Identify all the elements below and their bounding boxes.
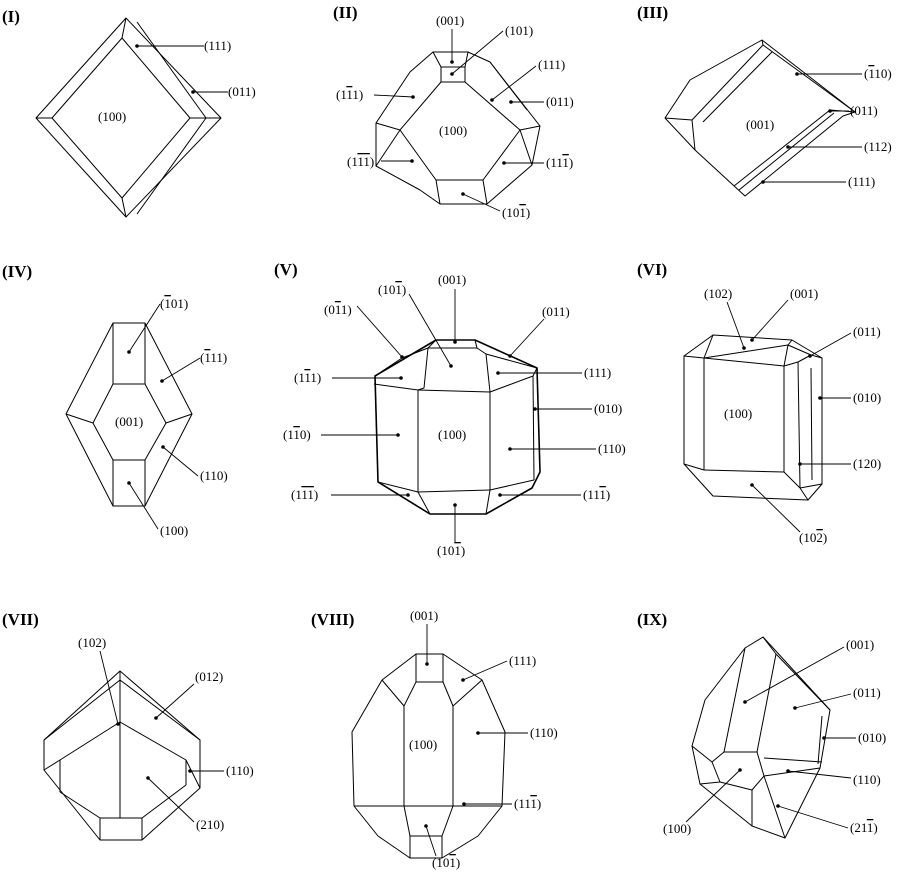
face-label-VI-10b2: (102) <box>799 530 827 545</box>
face-label-I-111: (111) <box>204 38 231 53</box>
face-label-VIII-11b: (111) <box>514 796 541 811</box>
panel-IX: (IX) (001) (011) (010) <box>637 610 886 839</box>
panel-label-VI: (VI) <box>637 260 667 279</box>
crystal-V <box>373 339 541 515</box>
face-label-VI-120: (120) <box>853 456 881 471</box>
face-label-IX-001: (001) <box>846 637 874 652</box>
face-label-IX-110: (110) <box>853 772 881 787</box>
face-label-V-100: (100) <box>438 427 466 442</box>
panel-VIII: (VIII) (001) (111) (100) (110) <box>311 608 558 870</box>
face-label-VI-010: (010) <box>853 390 881 405</box>
face-label-VIII-001: (001) <box>410 608 438 623</box>
face-label-VII-102: (102) <box>78 635 106 650</box>
panel-label-IX: (IX) <box>637 610 667 629</box>
face-label-II-1bb: (111) <box>347 154 374 169</box>
panel-V: (V) (001) (101) (011) <box>274 260 626 558</box>
panel-II: (II) (001) (101) (111) (011) (111) <box>333 3 574 220</box>
panel-IV: (IV) (101) (111) (001) (110) (100) <box>2 262 228 538</box>
face-label-VI-011: (011) <box>853 324 881 339</box>
face-label-II-1b1: (111) <box>336 87 363 102</box>
face-label-VI-102: (102) <box>704 286 732 301</box>
face-label-VI-001: (001) <box>790 286 818 301</box>
face-label-V-111: (111) <box>584 365 611 380</box>
face-label-V-11b: (111) <box>583 487 610 502</box>
face-label-I-011: (011) <box>228 84 256 99</box>
panel-label-VIII: (VIII) <box>311 610 354 629</box>
face-label-IV-001: (001) <box>115 414 143 429</box>
face-label-II-101: (101) <box>505 23 533 38</box>
face-label-V-010: (010) <box>594 401 622 416</box>
face-label-V-1bb: (111) <box>291 487 318 502</box>
face-label-V-001: (001) <box>438 272 466 287</box>
face-label-V-110: (110) <box>598 441 626 456</box>
face-label-III-112: (112) <box>864 139 892 154</box>
face-label-II-001: (001) <box>436 13 464 28</box>
face-label-V-0b1: (011) <box>324 302 352 317</box>
crystal-VIII <box>351 653 506 859</box>
face-label-III-111: (111) <box>848 174 875 189</box>
crystal-II <box>375 51 541 205</box>
face-label-VIII-110: (110) <box>530 725 558 740</box>
face-label-II-011: (011) <box>546 94 574 109</box>
panel-label-III: (III) <box>637 3 668 22</box>
face-label-IX-010: (010) <box>858 730 886 745</box>
face-label-IV-b01: (101) <box>160 296 188 311</box>
face-label-I-100: (100) <box>98 109 126 124</box>
panel-label-I: (I) <box>2 7 20 26</box>
face-label-II-111: (111) <box>538 57 565 72</box>
face-label-VIII-100: (100) <box>409 737 437 752</box>
crystal-IV <box>65 322 193 507</box>
face-label-V-011: (011) <box>542 304 570 319</box>
face-label-V-1b0: (110) <box>283 427 311 442</box>
face-label-II-10b: (101) <box>502 205 530 220</box>
panel-label-V: (V) <box>274 260 298 279</box>
crystal-I <box>35 17 222 218</box>
crystal-IX <box>691 636 831 839</box>
face-label-III-001: (001) <box>746 117 774 132</box>
face-label-V-1b1: (111) <box>294 370 321 385</box>
face-label-III-b10: (110) <box>864 66 892 81</box>
panel-label-IV: (IV) <box>2 262 32 281</box>
face-label-V-10b-top: (101) <box>378 282 406 297</box>
face-label-IX-011: (011) <box>853 685 881 700</box>
face-label-VIII-10b: (101) <box>432 855 460 870</box>
face-label-VIII-111: (111) <box>509 653 536 668</box>
face-label-V-10b-bot: (101) <box>437 543 465 558</box>
face-label-VII-210: (210) <box>196 817 224 832</box>
face-label-VI-100: (100) <box>724 406 752 421</box>
panel-label-II: (II) <box>333 3 358 22</box>
face-label-VII-012: (012) <box>195 669 223 684</box>
face-label-III-011: (011) <box>850 103 878 118</box>
crystal-VI <box>683 334 823 501</box>
face-label-VII-110: (110) <box>226 763 254 778</box>
face-label-II-100: (100) <box>439 123 467 138</box>
crystal-VII <box>43 670 201 841</box>
panel-VII: (VII) (102) (012) (110) (210) <box>2 610 254 841</box>
face-label-IV-b11: (111) <box>200 350 227 365</box>
face-label-IV-110: (110) <box>200 468 228 483</box>
face-label-IV-100: (100) <box>160 523 188 538</box>
panel-VI: (VI) (102) (001) (011) (0 <box>637 260 881 545</box>
panel-label-VII: (VII) <box>2 610 39 629</box>
crystal-III <box>664 39 856 197</box>
panel-I: (I) (100) (111) (011) <box>2 7 256 218</box>
face-label-II-11b: (111) <box>546 155 573 170</box>
face-label-IX-100: (100) <box>663 821 691 836</box>
panel-III: (III) (110) (011) (001) (112) (111) <box>637 3 892 197</box>
face-label-IX-21b: (211) <box>850 820 878 835</box>
